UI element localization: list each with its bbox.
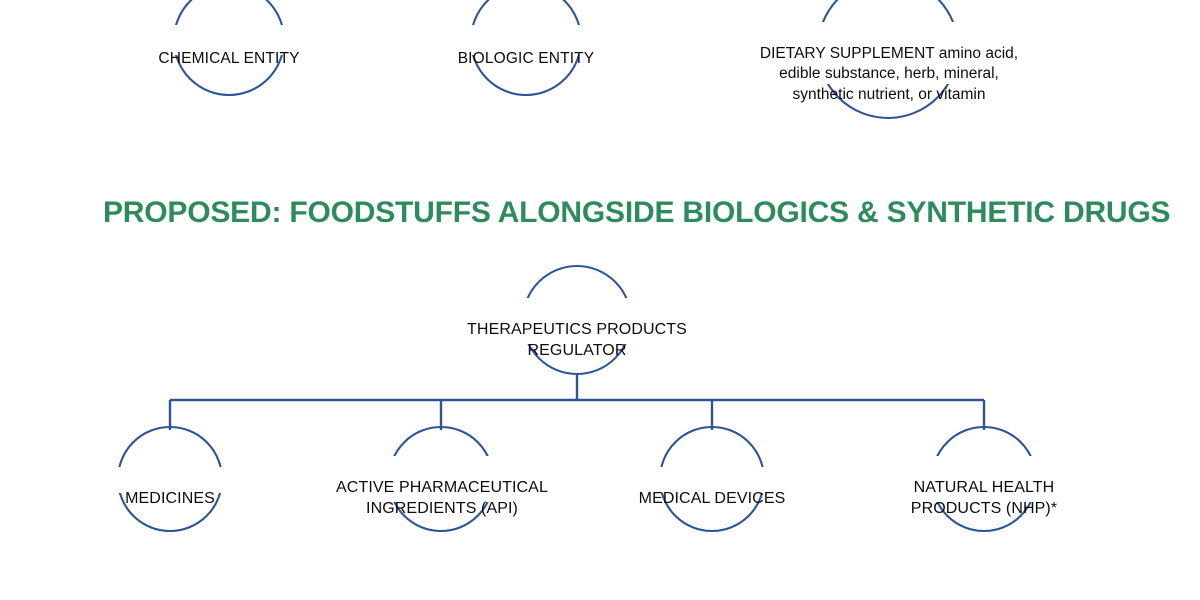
node-therapeutics-products-regulator[interactable]: THERAPEUTICS PRODUCTS REGULATOR [457,300,697,382]
node-natural-health-products[interactable]: NATURAL HEALTH PRODUCTS (NHP)* [893,458,1075,540]
chemical-entity-label: CHEMICAL ENTITY [158,49,300,67]
medical-devices-label: MEDICAL DEVICES [638,490,786,508]
dietary-supplement-label: DIETARY SUPPLEMENT amino acid, edible su… [759,44,1019,103]
node-chemical-entity[interactable]: CHEMICAL ENTITY [129,31,329,88]
therapeutics-products-regulator-label: THERAPEUTICS PRODUCTS REGULATOR [467,321,687,359]
proposed-section-heading-text: PROPOSED: FOODSTUFFS ALONGSIDE BIOLOGICS… [103,196,1171,229]
node-medicines[interactable]: MEDICINES [70,469,270,530]
node-active-pharmaceutical-ingredients[interactable]: ACTIVE PHARMACEUTICAL INGREDIENTS (API) [329,458,555,540]
natural-health-products-label: NATURAL HEALTH PRODUCTS (NHP)* [910,479,1058,517]
medicines-label: MEDICINES [125,490,215,508]
page-title: PROPOSED: FOODSTUFFS ALONGSIDE BIOLOGICS… [103,196,1171,230]
node-dietary-supplement[interactable]: DIETARY SUPPLEMENT amino acid, edible su… [748,23,1030,126]
node-medical-devices[interactable]: MEDICAL DEVICES [612,469,812,530]
node-biologic-entity[interactable]: BIOLOGIC ENTITY [426,31,626,88]
active-pharmaceutical-ingredients-label: ACTIVE PHARMACEUTICAL INGREDIENTS (API) [336,479,548,517]
biologic-entity-label: BIOLOGIC ENTITY [457,49,595,67]
